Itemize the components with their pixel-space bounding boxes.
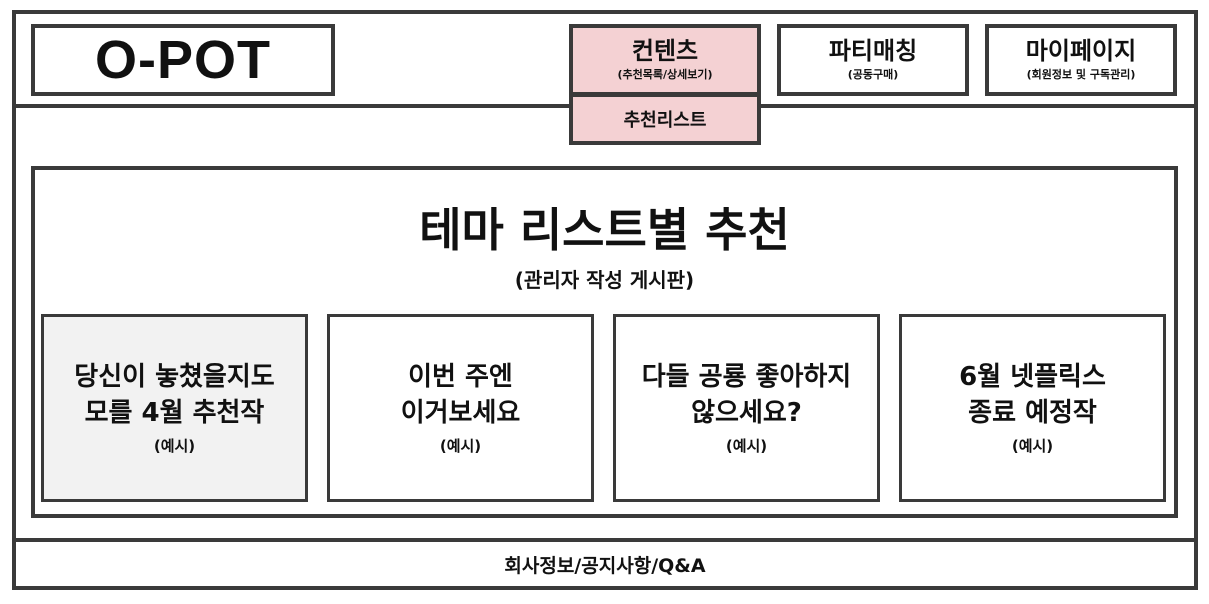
card-title-line1: 당신이 놓쳤을지도 [74,362,275,392]
theme-card[interactable]: 당신이 놓쳤을지도 모를 4월 추천작 (예시) [41,314,308,502]
card-note: (예시) [439,437,482,455]
card-title-line2: 않으세요? [691,398,802,428]
nav-content[interactable]: 컨텐츠 (추천목록/상세보기) [569,24,761,96]
card-title-line2: 종료 예정작 [968,398,1097,428]
nav-party-label: 파티매칭 [828,37,918,65]
theme-card[interactable]: 6월 넷플릭스 종료 예정작 (예시) [899,314,1166,502]
board-subtitle: (관리자 작성 게시판) [514,268,695,292]
card-title-line1: 다들 공룡 좋아하지 [641,362,852,392]
nav-mypage[interactable]: 마이페이지 (회원정보 및 구독관리) [985,24,1177,96]
card-note: (예시) [725,437,768,455]
card-note: (예시) [153,437,196,455]
nav-mypage-label: 마이페이지 [1025,37,1137,65]
card-title-line1: 이번 주엔 [408,362,513,392]
board-title: 테마 리스트별 추천 [419,203,790,257]
card-title-line2: 모를 4월 추천작 [84,398,265,428]
card-title-line2: 이거보세요 [400,398,521,428]
nav-party-matching[interactable]: 파티매칭 (공동구매) [777,24,969,96]
footer-links[interactable]: 회사정보/공지사항/Q&A [12,538,1198,590]
theme-card[interactable]: 이번 주엔 이거보세요 (예시) [327,314,594,502]
site-logo[interactable]: O-POT [31,24,335,96]
dropdown-item-recommend-list[interactable]: 추천리스트 [569,93,761,145]
nav-party-sub: (공동구매) [847,68,899,81]
card-note: (예시) [1011,437,1054,455]
card-title-line1: 6월 넷플릭스 [959,362,1106,392]
nav-content-label: 컨텐츠 [631,37,699,65]
theme-card[interactable]: 다들 공룡 좋아하지 않으세요? (예시) [613,314,880,502]
nav-mypage-sub: (회원정보 및 구독관리) [1026,68,1136,81]
nav-content-sub: (추천목록/상세보기) [617,68,713,81]
